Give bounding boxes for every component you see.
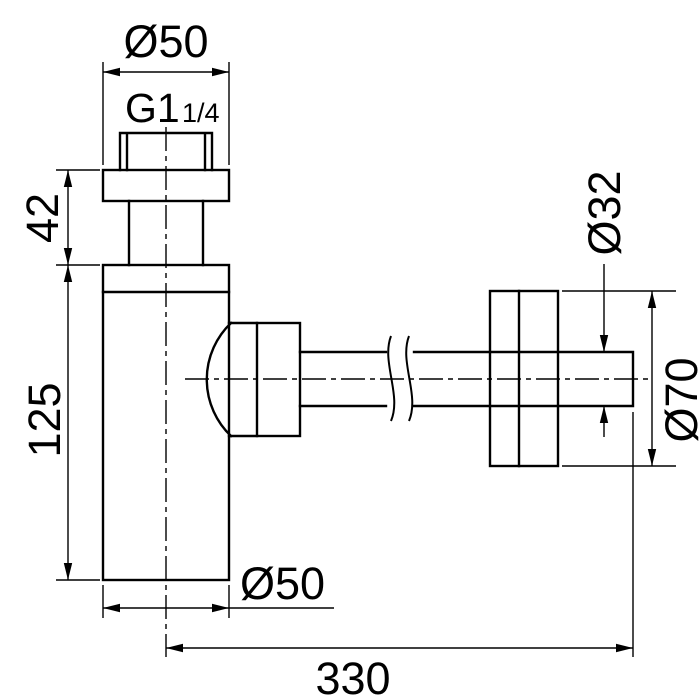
outlet-junction (227, 321, 259, 438)
dim-label-pipe-diameter: Ø32 (579, 170, 630, 255)
dimension-lines (56, 62, 676, 657)
left-extensions (56, 169, 100, 581)
neck (127, 199, 205, 267)
outlet-pipe (298, 350, 635, 408)
outlet-nut (255, 321, 302, 438)
dim-label-body-height: 125 (19, 382, 70, 457)
flange-diameter-extensions (562, 290, 676, 467)
top-diameter-extensions (102, 62, 230, 165)
dim-label-overall-length: 330 (315, 653, 390, 700)
dim-label-top-diameter: Ø50 (123, 16, 208, 67)
outlet-arc (205, 321, 233, 438)
top-nut (101, 168, 231, 203)
centerlines (165, 127, 648, 657)
arrowheads (63, 67, 657, 653)
wall-flange (488, 289, 560, 468)
dim-label-inlet-height: 42 (17, 193, 68, 243)
thread-section (118, 131, 214, 172)
trap-body (101, 263, 231, 582)
dim-label-thread: G1 (125, 85, 180, 131)
dim-label-flange-diameter: Ø70 (656, 357, 700, 442)
trap-outline (101, 131, 635, 582)
dim-label-thread-fraction: 1/4 (182, 98, 220, 128)
pipe-break-symbol (387, 335, 414, 422)
bottom-diameter-extensions (102, 585, 230, 618)
dim-label-body-diameter: Ø50 (240, 558, 325, 609)
